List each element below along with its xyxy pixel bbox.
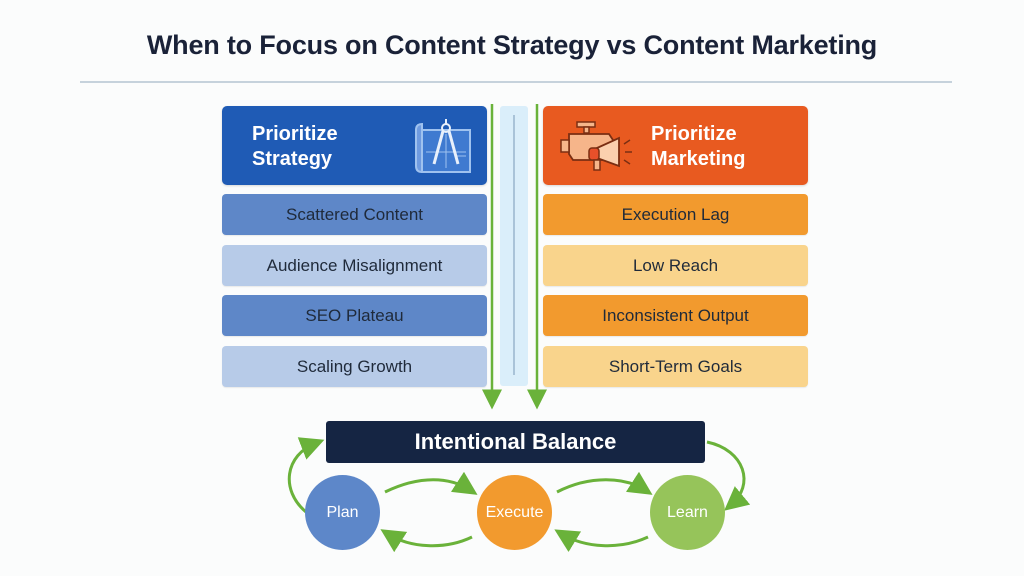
strategy-header-line2: Strategy: [252, 148, 333, 170]
execute-node: Execute: [477, 475, 552, 550]
strategy-header-line1: Prioritize: [252, 123, 338, 145]
marketing-header-line2: Marketing: [651, 148, 746, 170]
strategy-item: Audience Misalignment: [222, 245, 487, 286]
learn-node: Learn: [650, 475, 725, 550]
marketing-item: Inconsistent Output: [543, 295, 808, 336]
plan-node: Plan: [305, 475, 380, 550]
marketing-header: Prioritize Marketing: [543, 106, 808, 185]
marketing-item: Low Reach: [543, 245, 808, 286]
page-title: When to Focus on Content Strategy vs Con…: [146, 30, 878, 60]
blueprint-compass-icon: [412, 116, 476, 185]
title-divider: [80, 81, 952, 83]
strategy-item: Scaling Growth: [222, 346, 487, 387]
strategy-item: SEO Plateau: [222, 295, 487, 336]
engine-megaphone-icon: [557, 116, 641, 185]
center-divider-line: [513, 115, 515, 375]
marketing-item: Short-Term Goals: [543, 346, 808, 387]
marketing-header-line1: Prioritize: [651, 123, 737, 145]
strategy-item: Scattered Content: [222, 194, 487, 235]
strategy-header: Prioritize Strategy: [222, 106, 487, 185]
marketing-item: Execution Lag: [543, 194, 808, 235]
intentional-balance-banner: Intentional Balance: [326, 421, 705, 463]
marketing-header-label: Prioritize Marketing: [651, 122, 745, 172]
strategy-header-label: Prioritize Strategy: [252, 122, 338, 172]
